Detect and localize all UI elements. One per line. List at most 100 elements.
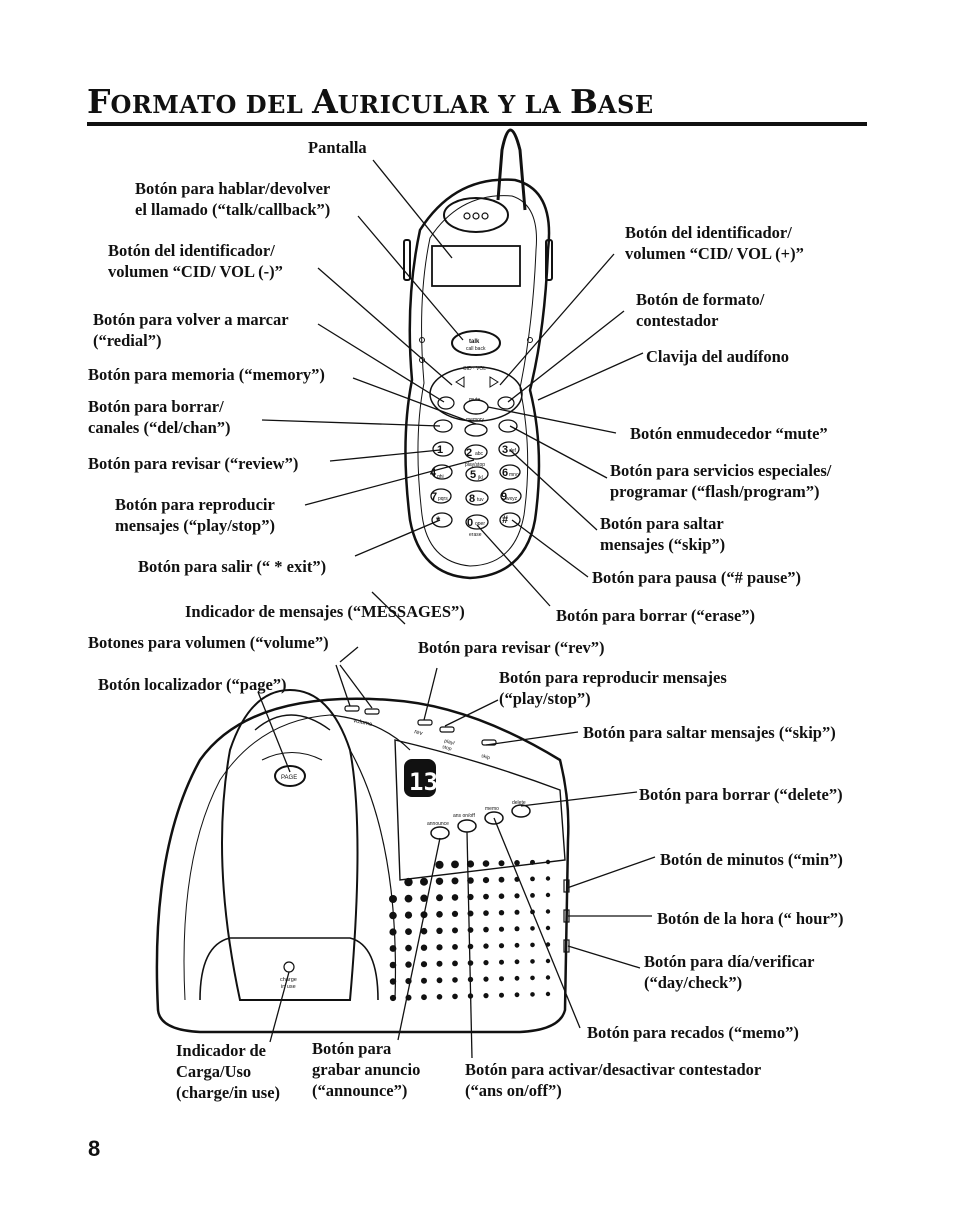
device-text: jkl <box>477 475 483 481</box>
label-line: Botón para servicios especiales/ <box>610 461 832 480</box>
speaker-hole <box>466 860 475 868</box>
label-line: Carga/Uso <box>176 1062 252 1081</box>
device-text: ans on/off <box>453 813 475 819</box>
speaker-hole <box>514 909 520 915</box>
label-line: Botón para día/verificar <box>644 952 815 971</box>
earpiece <box>443 197 509 233</box>
speaker-hole <box>545 975 551 980</box>
speaker-hole <box>482 860 490 867</box>
speaker-hole <box>467 943 474 950</box>
device-text: announce <box>427 821 449 827</box>
label-line: (charge/in use) <box>176 1083 281 1102</box>
label-page: Botón localizador (“page”) <box>98 675 287 694</box>
key-label: 6 <box>502 467 508 479</box>
speaker-hole <box>545 991 551 997</box>
label-line: grabar anuncio <box>312 1060 421 1079</box>
speaker-hole <box>452 977 458 983</box>
device-text: memory <box>466 417 485 423</box>
speaker-hole <box>420 927 428 935</box>
title-text: ORMATO DEL <box>110 90 313 119</box>
base-cradle <box>221 688 359 1001</box>
speaker-hole <box>499 959 504 965</box>
speaker-hole <box>389 978 397 985</box>
label-hour: Botón de la hora (“ hour”) <box>657 909 844 928</box>
device-text: mute <box>469 397 480 403</box>
speaker-hole <box>436 911 443 918</box>
side-button-left <box>403 239 411 281</box>
label-line: volumen “CID/ VOL (+)” <box>625 244 804 263</box>
speaker-hole <box>545 958 551 964</box>
speaker-hole <box>436 927 443 934</box>
key-label: 3 <box>502 444 508 456</box>
speaker-hole <box>530 859 535 865</box>
label-line: canales (“del/chan”) <box>88 418 231 437</box>
label-line: Botón del identificador/ <box>625 223 792 242</box>
device-text: CID · VOL <box>463 366 486 372</box>
speaker-hole <box>420 961 428 968</box>
label-line: Botón para borrar/ <box>88 397 224 416</box>
key-label: 7 <box>431 491 437 503</box>
speaker-hole <box>514 975 520 981</box>
speaker-hole <box>451 860 459 869</box>
side-button-right <box>545 239 553 281</box>
speaker-hole <box>514 926 520 932</box>
key-label: 9 <box>501 491 507 503</box>
label-del-chan: Botón para borrar/canales (“del/chan”) <box>88 396 231 438</box>
device-text: play/stop <box>465 462 485 468</box>
speaker-hole <box>545 859 551 865</box>
speaker-hole <box>436 994 443 1000</box>
speaker-hole <box>498 943 505 949</box>
label-line: Botón del identificador/ <box>108 241 275 260</box>
speaker-hole <box>467 877 474 884</box>
label-base-play-stop: Botón para reproducir mensajes(“play/sto… <box>499 667 727 709</box>
label-line: Botón para activar/desactivar contestado… <box>465 1060 762 1079</box>
label-line: Botón para reproducir <box>115 495 275 514</box>
device-text: stop <box>441 744 452 752</box>
label-review: Botón para revisar (“review”) <box>88 454 299 473</box>
device-text: wxyz <box>506 496 518 502</box>
speaker-hole <box>545 925 551 931</box>
device-text: rev <box>413 729 423 737</box>
speaker-hole <box>530 975 535 981</box>
announce-button <box>430 826 450 840</box>
key-label: 1 <box>437 444 443 456</box>
device-text: talk <box>469 339 480 345</box>
speaker-hole <box>435 877 444 885</box>
label-delete: Botón para borrar (“delete”) <box>639 785 843 804</box>
key-label: 2 <box>466 447 472 459</box>
speaker-hole <box>530 926 535 931</box>
label-exit: Botón para salir (“ * exit”) <box>138 557 327 576</box>
key-label: 5 <box>470 469 476 481</box>
speaker-hole <box>514 893 520 899</box>
speaker-hole <box>483 943 489 949</box>
label-base-skip: Botón para saltar mensajes (“skip”) <box>583 723 836 742</box>
handset-display <box>431 245 521 287</box>
speaker-hole <box>451 894 459 901</box>
label-line: (“day/check”) <box>644 973 743 992</box>
label-line: volumen “CID/ VOL (-)” <box>108 262 283 281</box>
device-text: oper <box>475 521 485 527</box>
title-text: B <box>570 82 598 121</box>
label-min: Botón de minutos (“min”) <box>660 850 843 869</box>
speaker-hole <box>530 992 535 997</box>
speaker-hole <box>530 876 535 882</box>
label-line: Botón para volver a marcar <box>93 310 289 329</box>
speaker-hole <box>389 911 397 920</box>
speaker-hole <box>483 960 489 966</box>
label-line: mensajes (“skip”) <box>600 535 726 554</box>
speaker-hole <box>405 961 412 968</box>
label-line: (“ans on/off”) <box>465 1081 562 1100</box>
speaker-hole <box>436 960 443 967</box>
label-volume: Botones para volumen (“volume”) <box>88 633 329 652</box>
handset-body <box>404 178 551 580</box>
device-text: def <box>509 448 517 454</box>
label-line: contestador <box>636 311 719 330</box>
speaker-hole <box>451 910 459 918</box>
speaker-hole <box>483 976 489 982</box>
speaker-hole <box>389 961 397 969</box>
device-text: PAGE <box>281 775 297 781</box>
speaker-hole <box>436 894 443 902</box>
